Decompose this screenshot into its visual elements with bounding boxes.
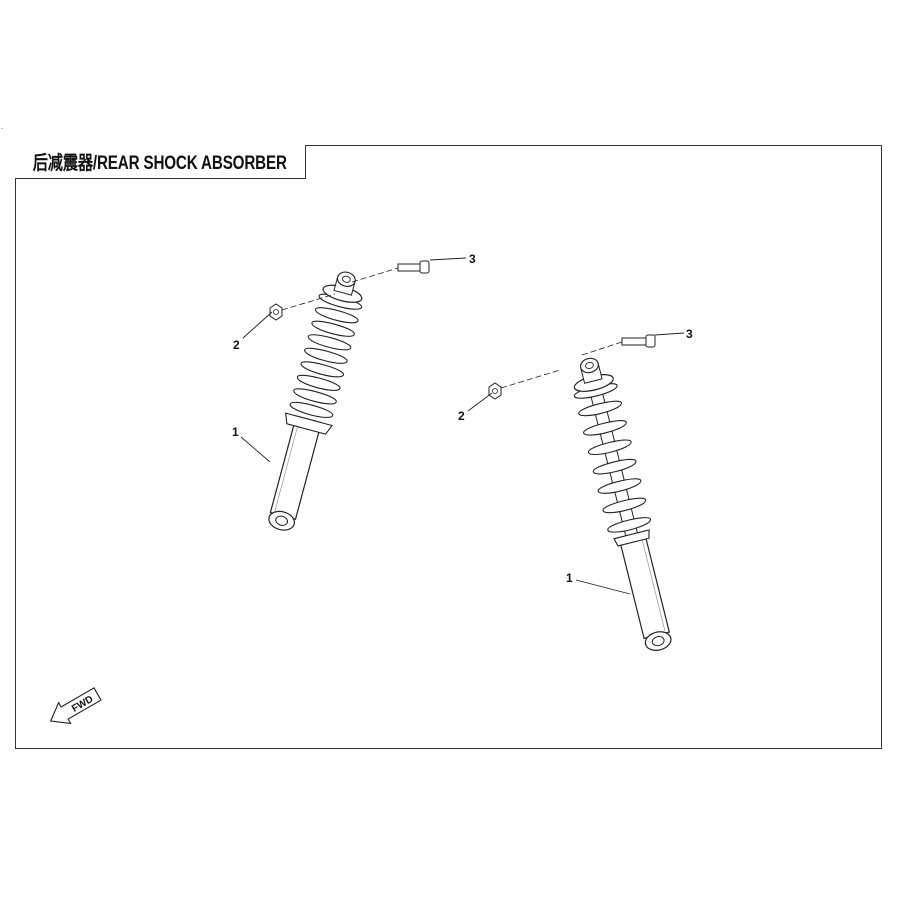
- callout-left-part1: 1: [232, 425, 239, 439]
- title-box: 后减震器/REAR SHOCK ABSORBER: [15, 145, 306, 179]
- edge-mark: .: [1, 122, 3, 131]
- leader-lines: [240, 257, 685, 595]
- callout-right-part3: 3: [686, 327, 693, 341]
- callout-right-part2: 2: [458, 409, 465, 423]
- drawing-frame: [15, 145, 882, 749]
- callout-right-part1: 1: [566, 571, 573, 585]
- fwd-label: FWD: [70, 694, 95, 715]
- fwd-arrow-icon: FWD: [49, 687, 102, 725]
- page-title: 后减震器/REAR SHOCK ABSORBER: [33, 153, 288, 174]
- nut-right: [488, 382, 502, 400]
- shock-absorber-left: [268, 260, 430, 531]
- callout-left-part2: 2: [233, 338, 240, 352]
- bolt-right: [621, 334, 656, 348]
- bolt-left: [397, 260, 430, 274]
- nut-left: [269, 303, 283, 321]
- shock-absorber-right: [488, 334, 672, 651]
- callout-left-part3: 3: [469, 252, 476, 266]
